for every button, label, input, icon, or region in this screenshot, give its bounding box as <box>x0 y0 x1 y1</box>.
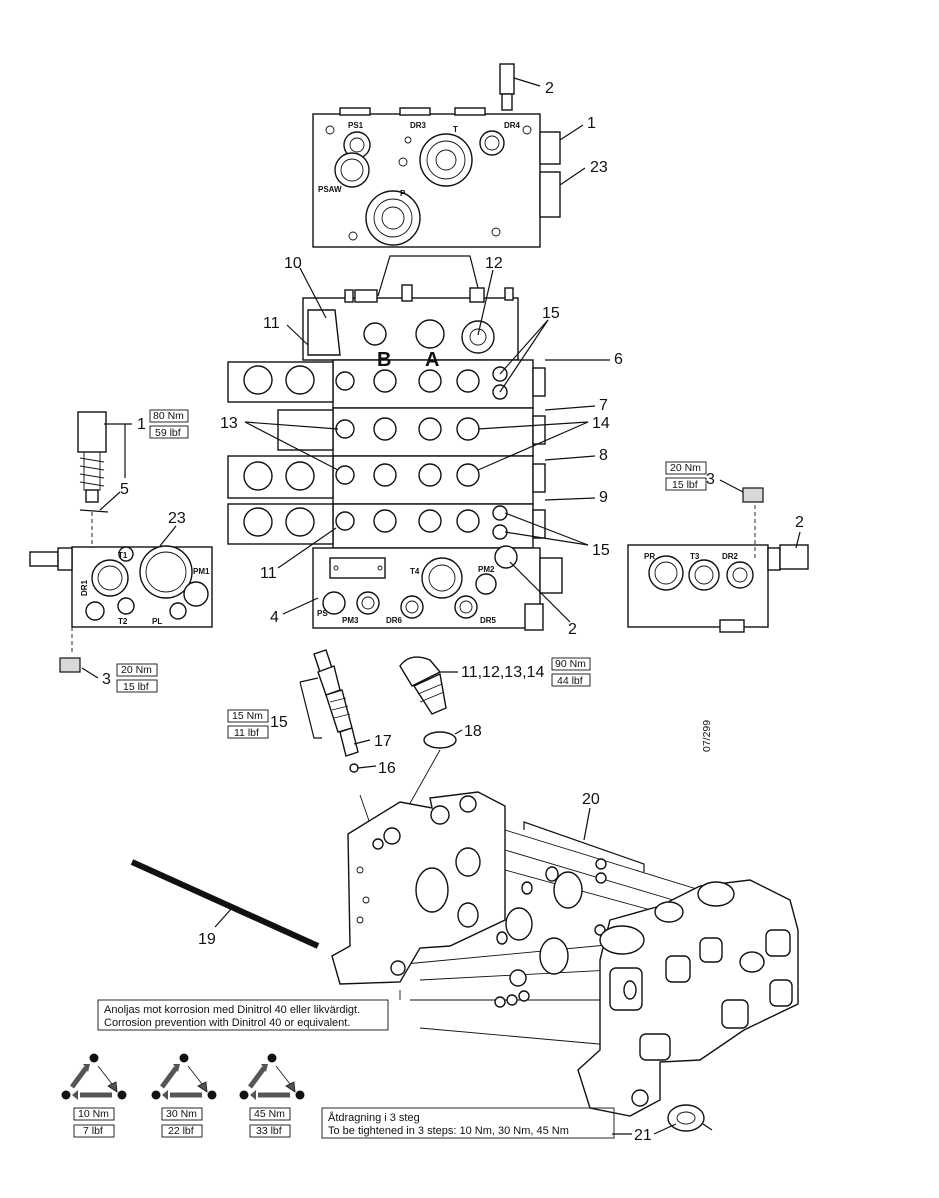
callout-1: 1 <box>137 416 146 433</box>
callout-18: 18 <box>464 723 482 740</box>
callout-9: 9 <box>599 489 608 506</box>
callout-19: 19 <box>198 931 216 948</box>
port-label: PS1 <box>348 121 364 130</box>
port-label: DR2 <box>722 552 739 561</box>
port-label: DR6 <box>386 616 403 625</box>
callout-3: 3 <box>706 471 715 488</box>
callout-21: 21 <box>634 1127 652 1144</box>
callout-14: 14 <box>592 415 610 432</box>
callout-23: 23 <box>590 159 608 176</box>
torque-lbf: 59 lbf <box>155 427 181 439</box>
section-letter-b: B <box>377 349 391 371</box>
torque-nm: 20 Nm <box>121 664 152 676</box>
note-corrosion-en: Corrosion prevention with Dinitrol 40 or… <box>104 1017 350 1029</box>
torque-nm: 15 Nm <box>232 710 263 722</box>
port-label: PS <box>317 609 328 618</box>
callout-15: 15 <box>592 542 610 559</box>
torque-lbf: 44 lbf <box>557 675 583 687</box>
callout-2: 2 <box>795 514 804 531</box>
torque-lbf: 22 lbf <box>168 1125 194 1137</box>
tighten-sequence-icon <box>61 1053 305 1100</box>
port-label: P <box>400 189 406 198</box>
port-label: T4 <box>410 567 420 576</box>
end-block-right <box>627 487 809 633</box>
port-label: PSAW <box>318 185 342 194</box>
drawing-number: 07/299 <box>701 720 713 752</box>
port-label: PM3 <box>342 616 359 625</box>
torque-nm: 30 Nm <box>166 1108 197 1120</box>
callout-8: 8 <box>599 447 608 464</box>
callout-11-12-13-14: 11,12,13,14 <box>461 664 544 681</box>
callout-13: 13 <box>220 415 238 432</box>
note-corrosion-sv: Anoljas mot korrosion med Dinitrol 40 el… <box>104 1004 360 1016</box>
torque-lbf: 33 lbf <box>256 1125 282 1137</box>
port-label: DR5 <box>480 616 497 625</box>
section-letter-a: A <box>425 349 439 371</box>
torque-nm: 20 Nm <box>670 462 701 474</box>
callout-2: 2 <box>545 80 554 97</box>
note-tighten-en: To be tightened in 3 steps: 10 Nm, 30 Nm… <box>328 1125 569 1137</box>
port-label: PL <box>152 617 162 626</box>
port-label: PM1 <box>193 567 210 576</box>
torque-lbf: 11 lbf <box>234 727 259 739</box>
torque-nm: 10 Nm <box>78 1108 109 1120</box>
check-valve-parts <box>313 649 457 773</box>
port-label: T1 <box>118 551 128 560</box>
torque-lbf: 15 lbf <box>672 479 698 491</box>
note-tighten-sv: Åtdragning i 3 steg <box>328 1111 420 1124</box>
callout-15: 15 <box>270 714 288 731</box>
callout-2: 2 <box>568 621 577 638</box>
port-label: T2 <box>118 617 128 626</box>
port-label: T <box>453 125 458 134</box>
callout-5: 5 <box>120 481 129 498</box>
inlet-block-top <box>312 63 561 248</box>
callout-3: 3 <box>102 671 111 688</box>
callout-11: 11 <box>263 315 280 332</box>
port-label: PR <box>644 552 655 561</box>
callout-10: 10 <box>284 255 302 272</box>
port-label: PM2 <box>478 565 495 574</box>
callout-15: 15 <box>542 305 560 322</box>
callout-11: 11 <box>260 565 277 582</box>
callout-16: 16 <box>378 760 396 777</box>
callout-23: 23 <box>168 510 186 527</box>
callout-1: 1 <box>587 115 596 132</box>
callout-20: 20 <box>582 791 600 808</box>
torque-nm: 80 Nm <box>153 410 184 422</box>
port-label: T3 <box>690 552 700 561</box>
callout-7: 7 <box>599 397 608 414</box>
port-label: DR1 <box>80 579 89 596</box>
torque-nm: 45 Nm <box>254 1108 285 1120</box>
port-label: DR4 <box>504 121 521 130</box>
torque-lbf: 15 lbf <box>123 681 149 693</box>
valve-stack <box>227 255 563 631</box>
callout-17: 17 <box>374 733 392 750</box>
torque-lbf: 7 lbf <box>83 1125 103 1137</box>
callout-6: 6 <box>614 351 623 368</box>
end-block-left <box>29 411 213 673</box>
port-label: DR3 <box>410 121 427 130</box>
exploded-valve-body <box>130 749 799 1132</box>
torque-nm: 90 Nm <box>555 658 586 670</box>
callout-4: 4 <box>270 609 279 626</box>
callout-12: 12 <box>485 255 503 272</box>
